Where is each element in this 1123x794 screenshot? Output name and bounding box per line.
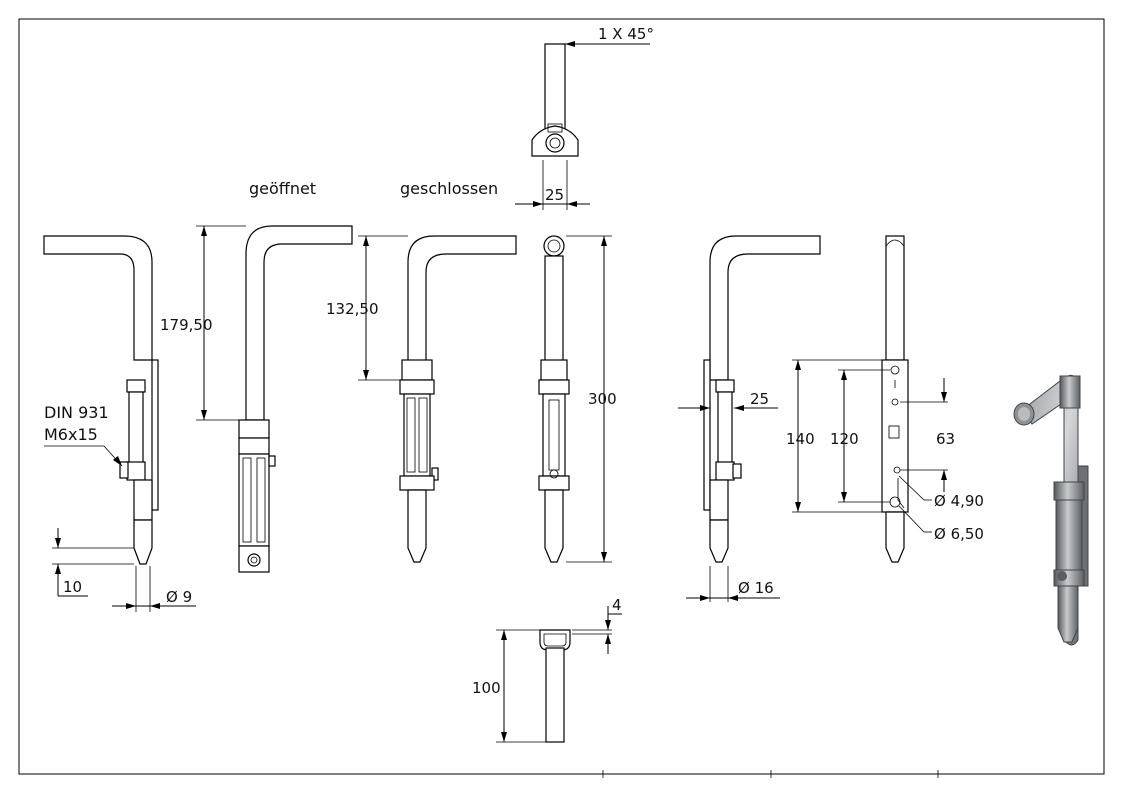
thickness-dim: 4 [612,596,622,614]
total-length-dim: 300 [588,390,617,408]
hole-large-dim: Ø 6,50 [934,525,984,543]
opened-label: geöffnet [249,179,316,198]
bracket-offset-dim: 25 [750,390,769,408]
hole-span-outer-dim: 140 [786,430,815,448]
side-view-left: DIN 931 M6x15 10 Ø 9 [43,235,196,612]
closed-view: 132,50 [326,235,517,563]
plate-dim: 63 [936,430,955,448]
closed-label: geschlossen [400,179,498,198]
tip-length-dim: 10 [63,578,82,596]
drawing-frame [18,18,1105,775]
chamfer-dim: 1 X 45° [598,25,654,43]
bottom-view: 4 100 [472,596,622,743]
side-view-right: 25 Ø 16 [678,235,821,602]
top-width-dim: 25 [545,186,564,204]
bolt-diameter-dim: Ø 16 [738,579,774,597]
hole-span-inner-dim: 120 [830,430,859,448]
screw-label-2: M6x15 [44,425,98,444]
bottom-length-dim: 100 [472,679,501,697]
top-view: 1 X 45° 25 [515,25,654,210]
screw-label-1: DIN 931 [44,403,109,422]
open-view: 179,50 [160,225,353,573]
front-view: 300 [538,235,617,563]
plate-view: 140 120 63 Ø 4,90 Ø 6,50 [786,235,984,563]
closed-height-dim: 132,50 [326,300,379,318]
hole-small-dim: Ø 4,90 [934,492,984,510]
render-3d-image [1013,374,1089,646]
open-height-dim: 179,50 [160,316,213,334]
pin-diameter-dim: Ø 9 [166,588,192,606]
